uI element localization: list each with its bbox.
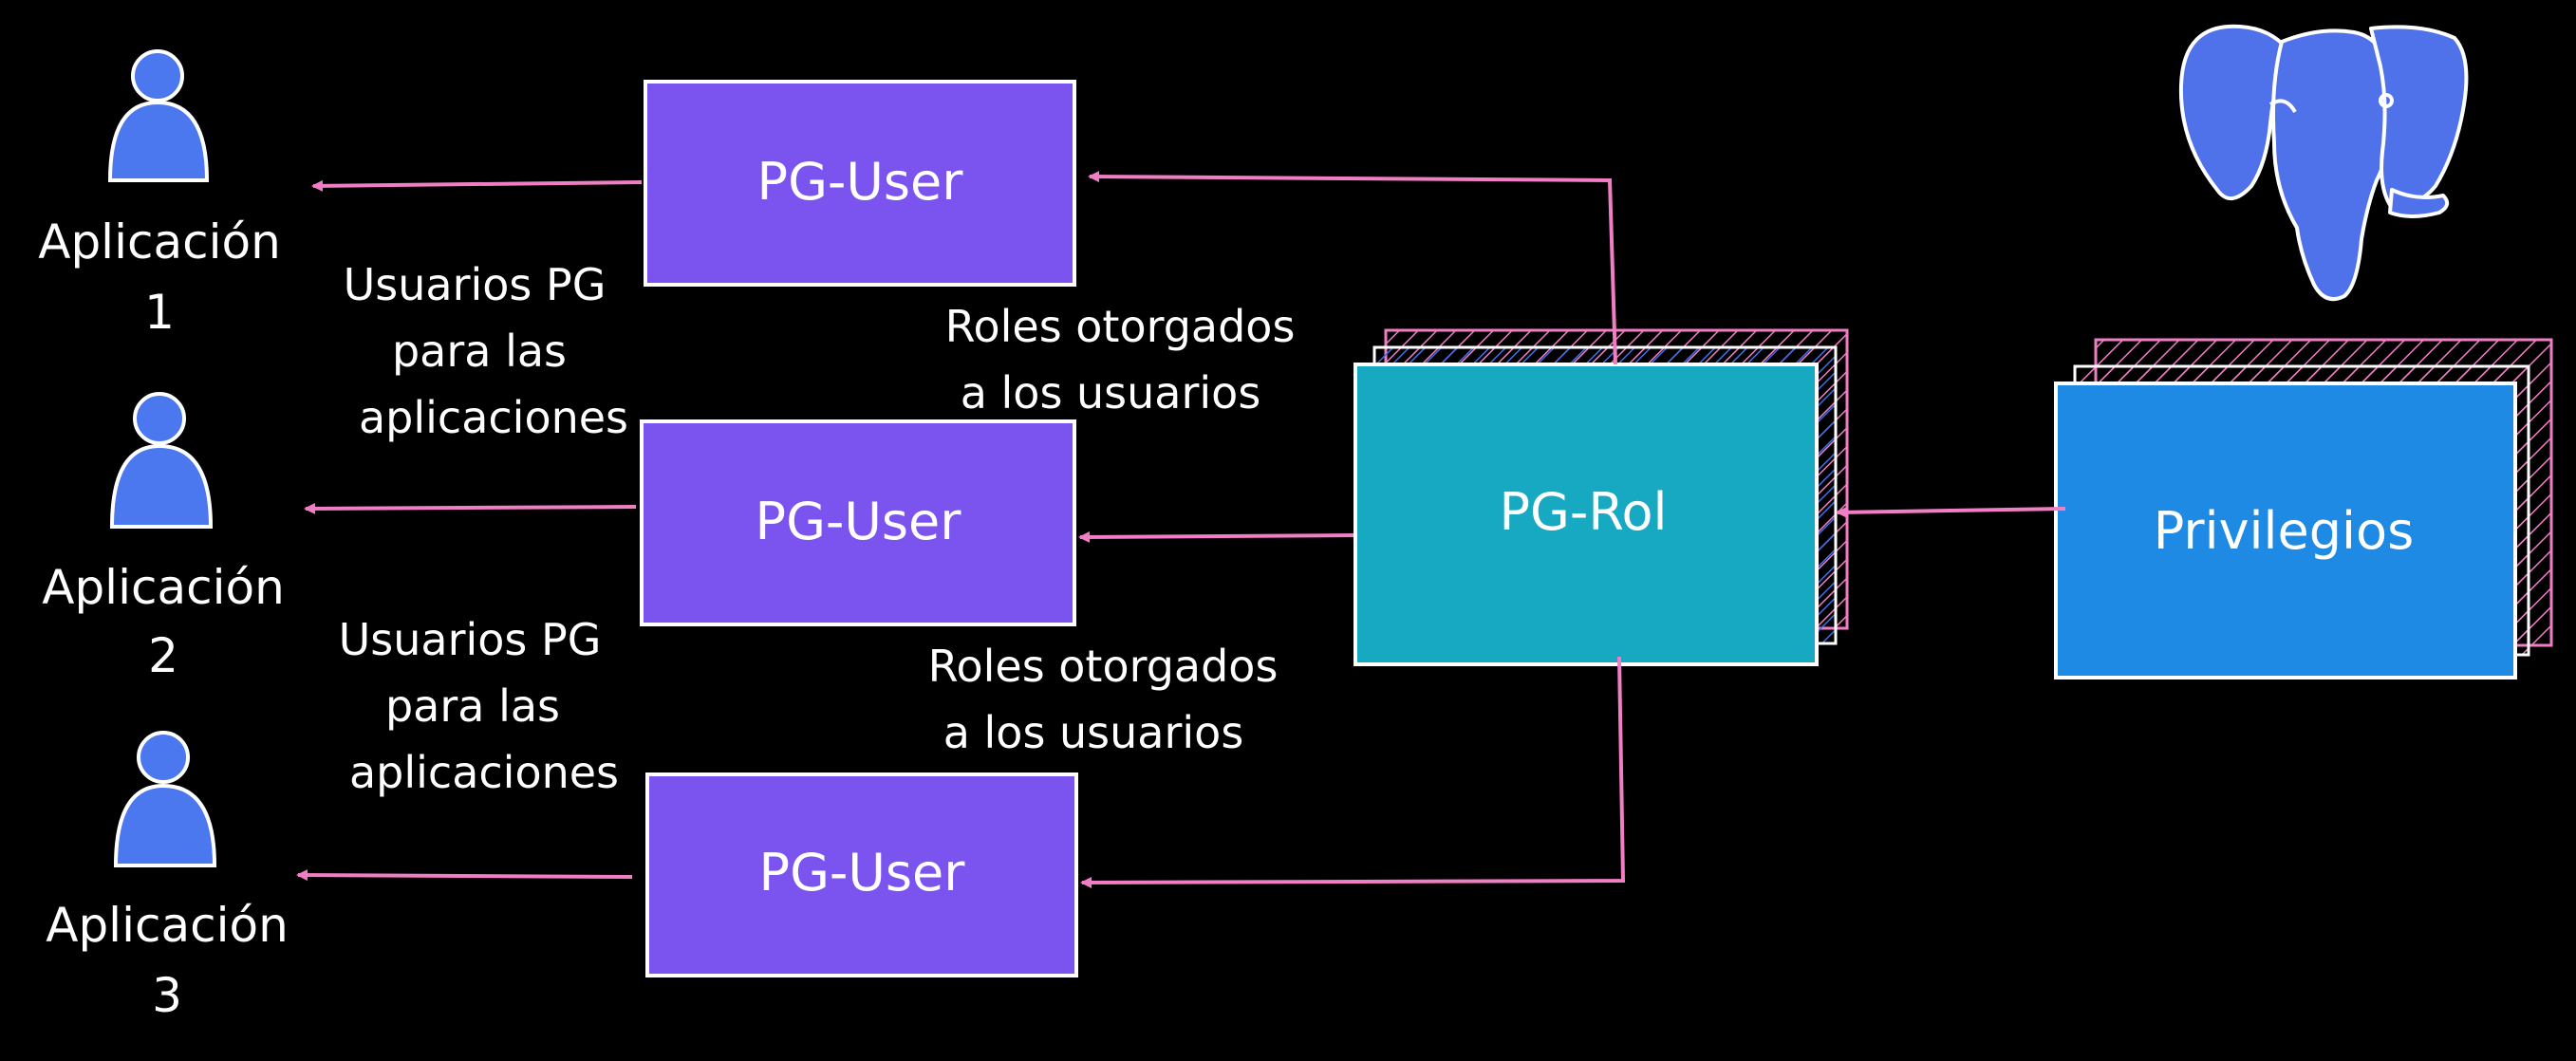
pg-user-box-3: PG-User <box>645 772 1078 977</box>
arrow-rol-to-user1 <box>1088 171 1617 365</box>
roles-note-2-line2: a los usuarios <box>943 707 1244 758</box>
arrow-user1-to-app1 <box>311 179 643 192</box>
privilegios-label: Privilegios <box>2154 501 2414 561</box>
pg-user-box-2: PG-User <box>640 419 1076 626</box>
privilegios-box: Privilegios <box>2054 338 2553 679</box>
pg-user-box-2-label: PG-User <box>756 492 962 551</box>
users-note-1-line3: aplicaciones <box>359 392 628 443</box>
privilegios-stack-front <box>2054 382 2517 679</box>
postgresql-elephant-icon <box>2178 24 2469 301</box>
pg-rol-stack-front <box>1353 363 1819 666</box>
arrow-user3-to-app3 <box>296 869 633 882</box>
pg-user-box-1-label: PG-User <box>757 152 964 212</box>
application-3-label: Aplicación <box>46 898 289 953</box>
application-2-person-icon <box>109 392 214 529</box>
roles-note-1-line1: Roles otorgados <box>945 301 1296 352</box>
users-note-2-line3: aplicaciones <box>349 747 619 798</box>
arrow-rol-to-user3 <box>1080 656 1626 888</box>
roles-note-1-line2: a los usuarios <box>961 367 1261 419</box>
pg-user-box-3-label: PG-User <box>759 843 966 903</box>
users-note-2-line2: para las <box>385 680 560 732</box>
pg-rol-box: PG-Rol <box>1353 328 1849 666</box>
application-1-person-icon <box>107 49 210 182</box>
application-2-number: 2 <box>148 628 178 683</box>
application-1-label: Aplicación <box>38 214 281 270</box>
users-note-2-line1: Usuarios PG <box>339 614 602 665</box>
application-3-person-icon <box>113 731 217 867</box>
users-note-1-line2: para las <box>392 326 567 377</box>
application-3-number: 3 <box>152 968 182 1023</box>
application-1-number: 1 <box>144 285 175 340</box>
pg-rol-label: PG-Rol <box>1499 482 1667 542</box>
pg-user-box-1: PG-User <box>644 80 1076 287</box>
arrow-privileges-to-rol <box>1836 506 2066 518</box>
arrow-user2-to-app2 <box>304 502 637 514</box>
arrow-rol-to-user2 <box>1078 530 1354 543</box>
roles-note-2-line1: Roles otorgados <box>928 641 1279 692</box>
application-2-label: Aplicación <box>42 560 285 615</box>
users-note-1-line1: Usuarios PG <box>344 259 607 310</box>
